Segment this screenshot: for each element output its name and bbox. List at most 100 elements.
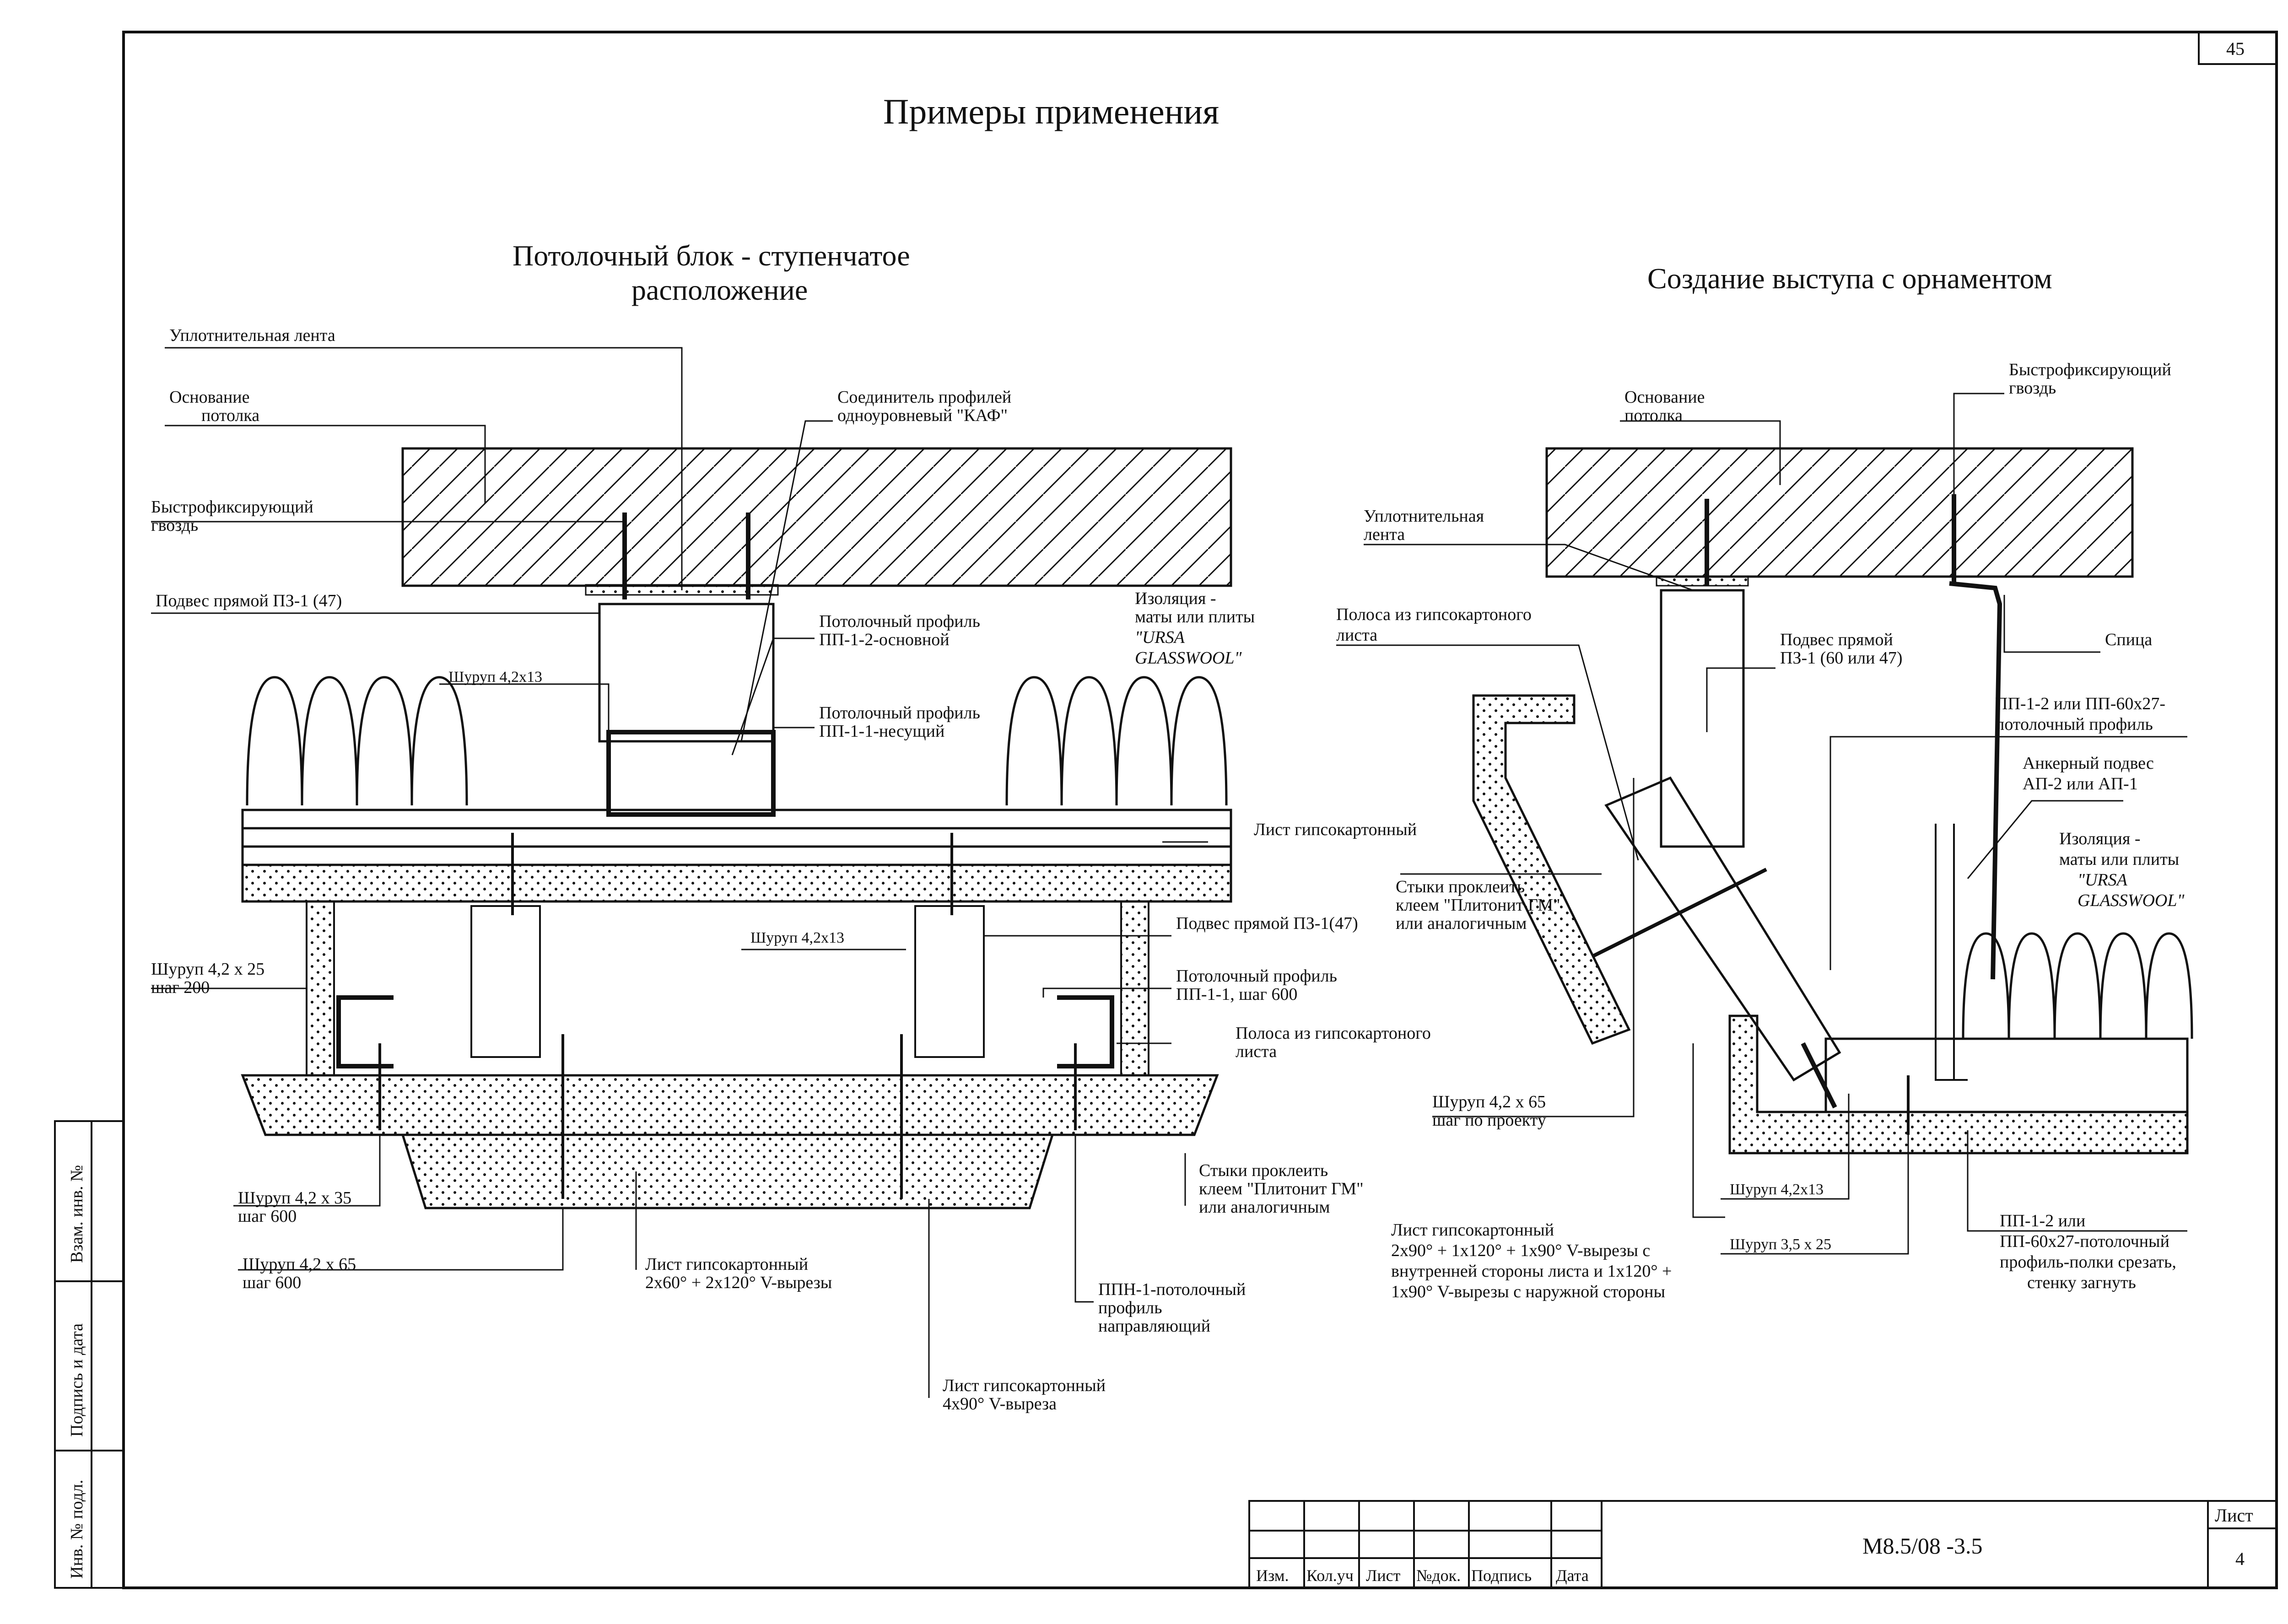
r-label-strip-2: листа	[1336, 626, 1377, 645]
label-sheet-4x90-2: 4х90° V-выреза	[943, 1394, 1057, 1414]
left-profile-pp11-left	[336, 995, 394, 1068]
r-label-insulation-3: "URSA	[2078, 870, 2128, 890]
tb-col-ndok: №док.	[1416, 1566, 1461, 1585]
r-label-screw-4213: Шуруп 4,2х13	[1730, 1181, 1824, 1198]
main-title: Примеры применения	[883, 92, 1219, 131]
tb-col-date: Дата	[1556, 1566, 1589, 1585]
r-label-spoke: Спица	[2105, 630, 2152, 649]
r-label-screw-465-2: шаг по проекту	[1432, 1111, 1546, 1130]
left-gypsum-layers	[241, 809, 1232, 903]
label-hanger-mid: Подвес прямой ПЗ-1(47)	[1176, 914, 1358, 933]
label-hanger-top: Подвес прямой ПЗ-1 (47)	[156, 591, 342, 610]
right-title: Создание выступа с орнаментом	[1647, 262, 2052, 295]
r-label-pp12-2: потолочный профиль	[1995, 715, 2153, 734]
r-label-insulation-1: Изоляция -	[2059, 829, 2140, 848]
r-label-sheet-3: внутренней стороны листа и 1х120° +	[1391, 1262, 1672, 1281]
label-screw-465-1: Шуруп 4,2 х 65	[243, 1255, 356, 1274]
right-screw-diag	[1592, 868, 1767, 958]
left-insulation	[246, 676, 1228, 806]
label-screw-435-1: Шуруп 4,2 х 35	[238, 1188, 351, 1208]
r-label-sheet-2: 2х90° + 1х120° + 1х90° V-вырезы с	[1391, 1241, 1650, 1260]
r-label-insulation-2: маты или плиты	[2059, 850, 2179, 869]
side-stamp	[54, 1120, 124, 1589]
stamp-inv-orig: Инв. № подл.	[67, 1479, 86, 1579]
label-joints-3: или аналогичным	[1199, 1198, 1330, 1217]
label-nail-2: гвоздь	[151, 516, 198, 535]
label-nail-1: Быстрофиксирующий	[151, 497, 313, 517]
r-label-hanger-1: Подвес прямой	[1780, 630, 1893, 649]
label-insulation-1: Изоляция -	[1135, 589, 1216, 608]
sheet-number-box	[2198, 31, 2277, 65]
label-connector-2: одноуровневый "КАФ"	[837, 406, 1008, 425]
label-strip-1: Полоса из гипсокартоного	[1236, 1024, 1431, 1043]
r-label-ceiling-base-2: потолка	[1624, 406, 1683, 425]
left-labels: Уплотнительная лента Основание потолка С…	[151, 326, 1431, 1414]
tb-col-list: Лист	[1366, 1566, 1401, 1585]
stamp-inv-replace: Взам. инв. №	[67, 1165, 86, 1263]
label-insulation-3: "URSA	[1135, 628, 1185, 647]
tb-col-izm: Изм.	[1256, 1566, 1289, 1585]
left-title-line2: расположение	[631, 274, 808, 306]
left-title-line1: Потолочный блок - ступенчатое	[513, 239, 910, 272]
label-ppn-1: ППН-1-потолочный	[1098, 1280, 1246, 1299]
label-profile-pp11-1: Потолочный профиль	[1176, 966, 1337, 986]
left-hanger-mid-1	[470, 905, 541, 1058]
label-screw-4213-a: Шуруп 4,2х13	[448, 669, 542, 685]
r-label-pp12b-2: ПП-60х27-потолочный	[2000, 1232, 2169, 1251]
r-label-pp12b-1: ПП-1-2 или	[2000, 1211, 2085, 1230]
label-screw-465-2: шаг 600	[243, 1273, 301, 1292]
tb-col-kol: Кол.уч	[1306, 1566, 1354, 1585]
tb-sheet-value: 4	[2235, 1548, 2245, 1569]
r-label-seal-1: Уплотнительная	[1364, 507, 1484, 526]
label-profile-pp11-2: ПП-1-1, шаг 600	[1176, 985, 1297, 1004]
label-screw-435-2: шаг 600	[238, 1207, 297, 1226]
r-label-screw-465-1: Шуруп 4,2 х 65	[1432, 1092, 1546, 1111]
r-label-insulation-4: GLASSWOOL"	[2078, 891, 2185, 910]
right-hanger	[1660, 589, 1745, 848]
r-label-pp12-1: ПП-1-2 или ПП-60х27-	[1995, 694, 2165, 713]
label-profile-bearing-1: Потолочный профиль	[819, 703, 980, 723]
label-gypsum-sheet: Лист гипсокартонный	[1254, 820, 1417, 839]
right-labels: Основание потолка Быстрофиксирующий гвоз…	[1336, 360, 2185, 1301]
left-lower-sheet	[401, 1133, 1054, 1209]
right-strip	[1472, 694, 1631, 1045]
right-anchor-hanger	[1935, 824, 1968, 1081]
r-label-screw-3525: Шуруп 3,5 х 25	[1730, 1236, 1831, 1253]
left-ceiling-slab	[401, 447, 1232, 587]
r-label-hanger-2: ПЗ-1 (60 или 47)	[1780, 648, 1903, 668]
label-screw-425-1: Шуруп 4,2 х 25	[151, 960, 264, 979]
tb-sheet-label: Лист	[2215, 1505, 2253, 1526]
tb-doc-code: М8.5/08 -3.5	[1862, 1533, 1983, 1559]
right-seal-tape	[1656, 576, 1749, 587]
label-sheet-4x90-1: Лист гипсокартонный	[943, 1376, 1106, 1395]
left-hanger-mid-2	[914, 905, 985, 1058]
label-sheet-v-1: Лист гипсокартонный	[645, 1255, 808, 1274]
left-screws	[378, 833, 1077, 1199]
label-strip-2: листа	[1236, 1042, 1277, 1061]
r-label-pp12b-3: профиль-полки срезать,	[2000, 1252, 2176, 1272]
right-screw-4213	[1801, 1042, 1837, 1109]
left-hanger-top	[598, 603, 775, 743]
label-ceiling-base-1: Основание	[169, 388, 250, 407]
r-label-sheet-4: 1х90° V-вырезы с наружной стороны	[1391, 1282, 1665, 1301]
label-joints-2: клеем "Плитонит ГМ"	[1199, 1179, 1364, 1198]
label-screw-4213-b: Шуруп 4,2х13	[750, 929, 844, 946]
label-joints-1: Стыки проклеить	[1199, 1161, 1328, 1180]
label-insulation-2: маты или плиты	[1135, 607, 1255, 626]
r-label-pp12b-4: стенку загнуть	[2027, 1273, 2136, 1292]
left-profile-main	[606, 730, 776, 817]
r-label-anchor-1: Анкерный подвес	[2023, 754, 2154, 773]
r-label-sheet-1: Лист гипсокартонный	[1391, 1220, 1554, 1240]
label-profile-bearing-2: ПП-1-1-несущий	[819, 722, 944, 741]
left-profile-pp11-right	[1057, 995, 1114, 1068]
r-label-anchor-2: АП-2 или АП-1	[2023, 774, 2138, 793]
left-strip-left	[306, 901, 335, 1076]
r-label-joints-2: клеем "Плитонит ГМ"	[1396, 896, 1560, 915]
left-leaders	[151, 347, 1208, 1398]
label-ppn-3: направляющий	[1098, 1316, 1210, 1336]
r-label-joints-3: или аналогичным	[1396, 914, 1527, 933]
stamp-sign-date: Подпись и дата	[67, 1323, 86, 1437]
sheet-number-top: 45	[2226, 38, 2245, 59]
label-ceiling-base-2: потолка	[201, 406, 259, 425]
r-label-seal-2: лента	[1364, 525, 1405, 544]
